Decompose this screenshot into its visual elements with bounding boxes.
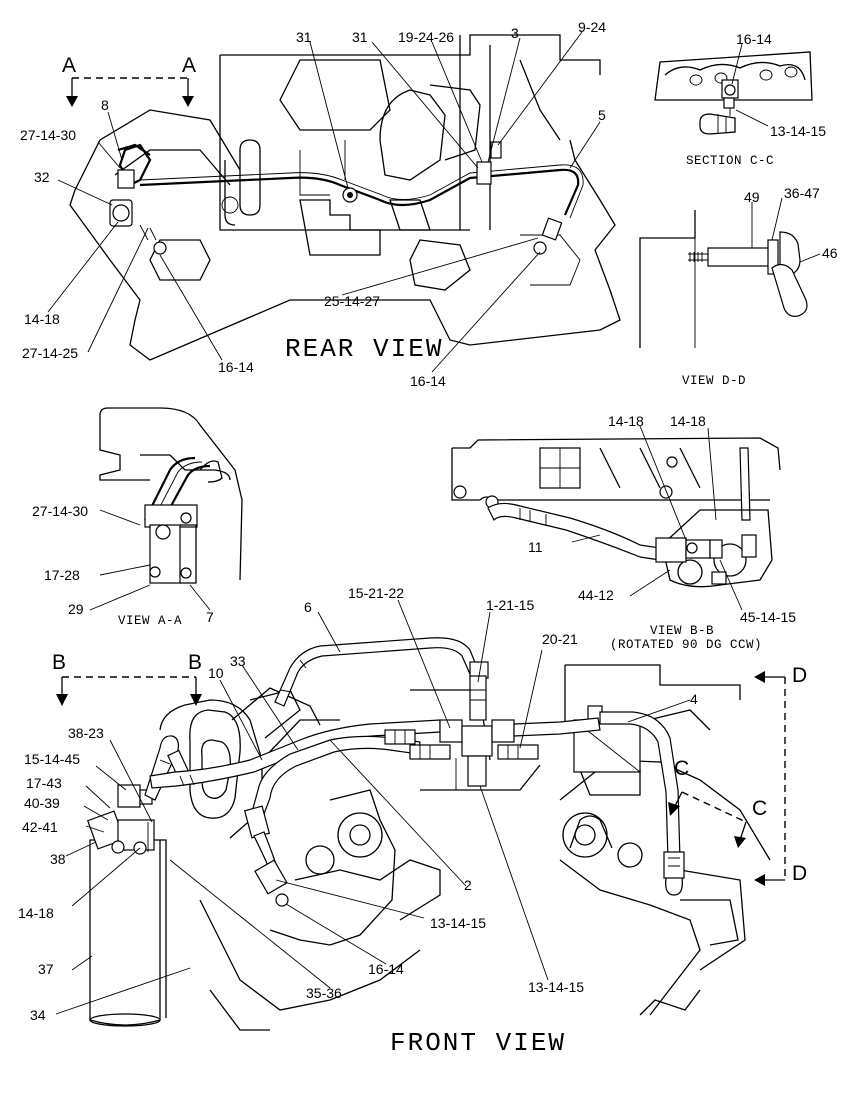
callout-15-21-22: 15-21-22: [348, 585, 404, 601]
callout-9-24: 9-24: [578, 19, 606, 35]
callout-20-21: 20-21: [542, 631, 578, 647]
section-marker-a-left: A: [62, 54, 76, 77]
callout-8: 8: [101, 97, 109, 113]
callout-25-14-27: 25-14-27: [324, 293, 380, 309]
front-hose-6: [274, 637, 489, 707]
section-marker-a-right: A: [182, 54, 196, 77]
callout-36-47: 36-47: [784, 185, 820, 201]
callout-17-43: 17-43: [26, 775, 62, 791]
view-a-a-callouts: 27-14-30 17-28 29 7: [32, 503, 214, 625]
front-view-title: FRONT VIEW: [390, 1028, 566, 1058]
section-line-b-b: B B: [52, 651, 202, 706]
callout-42-41: 42-41: [22, 819, 58, 835]
callout-38: 38: [50, 851, 66, 867]
view-b-b-callouts: 14-18 14-18 11 44-12 45-14-15: [528, 413, 796, 625]
callout-32: 32: [34, 169, 50, 185]
section-c-c-callouts: 16-14 13-14-15: [736, 31, 826, 139]
callout-34: 34: [30, 1007, 46, 1023]
callout-46: 46: [822, 245, 838, 261]
callout-16-14-section-cc: 16-14: [736, 31, 772, 47]
callout-16-14-rear-left: 16-14: [218, 359, 254, 375]
callout-14-18-view-bb-right: 14-18: [670, 413, 706, 429]
callout-5: 5: [598, 107, 606, 123]
callout-11: 11: [528, 539, 543, 555]
section-line-c-c: C C: [668, 757, 767, 848]
callout-27-14-25: 27-14-25: [22, 345, 78, 361]
callout-13-14-15-front-left: 13-14-15: [430, 915, 486, 931]
rear-view-title: REAR VIEW: [285, 334, 443, 364]
section-line-a-a: A A: [62, 54, 196, 107]
rear-callouts: 31 31 19-24-26 3 9-24 5 8 27-14-30 32 14…: [20, 19, 606, 389]
rear-engine-outline: [69, 34, 621, 361]
section-marker-d-lower: D: [792, 862, 807, 885]
rear-fittings: [109, 141, 563, 255]
callout-27-14-30-view-aa: 27-14-30: [32, 503, 88, 519]
rear-oil-line-tube: [117, 143, 584, 219]
callout-4: 4: [690, 691, 698, 707]
callout-1-21-15: 1-21-15: [486, 597, 534, 613]
section-c-c: SECTION C-C: [654, 43, 813, 168]
callout-38-23: 38-23: [68, 725, 104, 741]
callout-10: 10: [208, 665, 224, 681]
callout-13-14-15-section-cc: 13-14-15: [770, 123, 826, 139]
view-d-d-title: VIEW D-D: [682, 374, 746, 388]
callout-45-14-15: 45-14-15: [740, 609, 796, 625]
callout-14-18-view-bb-left: 14-18: [608, 413, 644, 429]
callout-3: 3: [511, 25, 519, 41]
callout-29: 29: [68, 601, 84, 617]
view-d-d-callouts: 49 36-47 46: [744, 185, 838, 261]
callout-16-14-rear-right: 16-14: [410, 373, 446, 389]
section-marker-d-upper: D: [792, 664, 807, 687]
callout-2: 2: [464, 877, 472, 893]
callout-49: 49: [744, 189, 760, 205]
rear-view: A A REAR VIEW: [47, 31, 621, 373]
front-leader-lines: [55, 599, 691, 1015]
section-c-c-title: SECTION C-C: [686, 154, 774, 168]
view-a-a-title: VIEW A-A: [118, 614, 182, 628]
section-line-d-d: D D: [754, 664, 807, 886]
section-marker-c-upper: C: [674, 757, 689, 780]
callout-17-28: 17-28: [44, 567, 80, 583]
callout-44-12: 44-12: [578, 587, 614, 603]
front-view: B B C C D D: [52, 599, 807, 1058]
front-manifold: [409, 675, 601, 787]
callout-14-18-rear: 14-18: [24, 311, 60, 327]
front-hose-2: [243, 729, 421, 907]
rear-leader-lines: [47, 31, 601, 373]
section-marker-b-left: B: [52, 651, 66, 674]
callout-40-39: 40-39: [24, 795, 60, 811]
callout-37: 37: [38, 961, 54, 977]
callout-31-left: 31: [296, 29, 312, 45]
callout-6: 6: [304, 599, 312, 615]
section-marker-c-lower: C: [752, 797, 767, 820]
front-callouts: 6 15-21-22 1-21-15 20-21 4 33 10 38-23 1…: [18, 585, 698, 1023]
callout-27-14-30-rear: 27-14-30: [20, 127, 76, 143]
callout-33: 33: [230, 653, 246, 669]
callout-13-14-15-front-right: 13-14-15: [528, 979, 584, 995]
callout-15-14-45: 15-14-45: [24, 751, 80, 767]
callout-16-14-front: 16-14: [368, 961, 404, 977]
view-b-b: VIEW B-B (ROTATED 90 DG CCW): [451, 425, 781, 652]
callout-7: 7: [206, 609, 214, 625]
callout-19-24-26: 19-24-26: [398, 29, 454, 45]
section-marker-b-right: B: [188, 651, 202, 674]
view-b-b-note: (ROTATED 90 DG CCW): [610, 638, 762, 652]
callout-14-18-front: 14-18: [18, 905, 54, 921]
view-a-a: VIEW A-A: [89, 407, 243, 628]
view-d-d: VIEW D-D: [639, 197, 821, 388]
callout-31-right: 31: [352, 29, 368, 45]
callout-35-36: 35-36: [306, 985, 342, 1001]
view-b-b-title: VIEW B-B: [650, 624, 714, 638]
front-hose-4: [599, 711, 685, 896]
front-engine-outline: [159, 664, 771, 1031]
